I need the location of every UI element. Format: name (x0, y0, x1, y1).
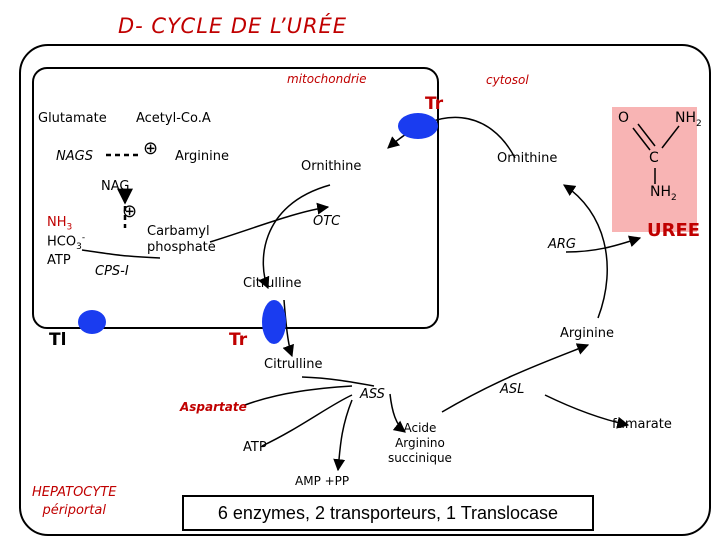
transporter-tr-mid (262, 300, 286, 344)
hco3-label: HCO3- (47, 233, 85, 252)
transporter-tr-top-label: Tr (425, 94, 444, 114)
citrulline-mito-label: Citrulline (243, 276, 302, 291)
urea-label: UREE (647, 220, 701, 241)
mitochondrial-membrane (32, 67, 439, 329)
ass-reaction-curve (301, 376, 375, 387)
hco3-subscript: 3 (76, 241, 82, 252)
transporter-tr-top (398, 113, 438, 139)
transporter-tl-label: Tl (49, 330, 67, 350)
mitochondria-label: mitochondrie (287, 72, 367, 86)
arginine-label: Arginine (560, 326, 614, 341)
asl-reaction-curve (441, 343, 590, 413)
urea-nh2-bottom-label: NH2 (650, 184, 677, 203)
page-title: D- CYCLE DE L’URÉE (118, 14, 348, 38)
ornithine-cyto-label: Ornithine (497, 151, 558, 166)
cytosol-label: cytosol (486, 73, 529, 87)
urea-double-bond-1 (632, 127, 651, 151)
cps1-reaction-curve (81, 249, 161, 259)
atp-cyto-label: ATP (243, 440, 267, 455)
urea-double-bond-2 (637, 123, 656, 147)
atp-mito-label: ATP (47, 253, 71, 268)
nag-label: NAG (101, 179, 130, 194)
cell-type-label: HEPATOCYTE périportal (32, 485, 117, 518)
hco3-charge: - (81, 233, 86, 243)
enzyme-otc: OTC (313, 214, 341, 229)
enzyme-nags: NAGS (56, 149, 93, 164)
argininosuccinate-label: Acide Arginino succinique (388, 421, 452, 465)
enzyme-ass: ASS (360, 387, 385, 402)
fumarate-label: fumarate (612, 417, 672, 432)
transporter-tr-mid-label: Tr (229, 330, 248, 350)
ass-to-argininosuccinate-arrow (389, 393, 406, 433)
aspartate-arrow (244, 385, 353, 406)
citrulline-cyto-label: Citrulline (264, 357, 323, 372)
otc-reaction-curve (258, 184, 331, 290)
transporter-tl (78, 310, 106, 334)
cell-membrane (19, 44, 711, 536)
enzyme-cps1: CPS-I (95, 264, 129, 279)
arg-reaction-curve (562, 184, 608, 319)
glutamate-label: Glutamate (38, 111, 107, 126)
urea-o-label: O (618, 110, 630, 126)
nh3-subscript: 3 (66, 222, 73, 233)
fumarate-arrow (544, 394, 630, 429)
urea-nh2-top-text: NH (675, 110, 696, 126)
amp-pp-arrow (333, 399, 353, 472)
atp-ass-curve (261, 394, 353, 447)
summary-box: 6 enzymes, 2 transporteurs, 1 Translocas… (182, 495, 594, 531)
enzyme-asl: ASL (500, 382, 525, 397)
urea-nh2-top-label: NH2 (675, 110, 702, 129)
urea-nh2-bottom-text: NH (650, 184, 671, 200)
otc-input-arrow (209, 202, 330, 243)
circle-plus-icon: ⊕ (143, 138, 159, 159)
nh3-text: NH (47, 215, 67, 230)
amp-pp-label: AMP +PP (295, 474, 350, 488)
citrulline-transport-arrow (282, 299, 294, 358)
arginine-activator-label: Arginine (175, 149, 229, 164)
urea-c-label: C (649, 150, 659, 166)
enzyme-arg: ARG (548, 237, 576, 252)
circle-plus-icon: ⊕ (122, 201, 138, 222)
carbamyl-phosphate-label: Carbamyl phosphate (147, 224, 216, 255)
ornithine-mito-label: Ornithine (301, 159, 362, 174)
nh3-label: NH3 (47, 215, 72, 233)
urea-nh2-bottom-subscript: 2 (671, 192, 677, 203)
urea-bond-nh2-top (661, 125, 680, 149)
aspartate-label: Aspartate (180, 400, 247, 414)
acetyl-coa-label: Acetyl-Co.A (136, 111, 211, 126)
urea-release-arrow (565, 235, 642, 253)
urea-nh2-top-subscript: 2 (696, 118, 702, 129)
hco3-text: HCO (47, 234, 77, 250)
